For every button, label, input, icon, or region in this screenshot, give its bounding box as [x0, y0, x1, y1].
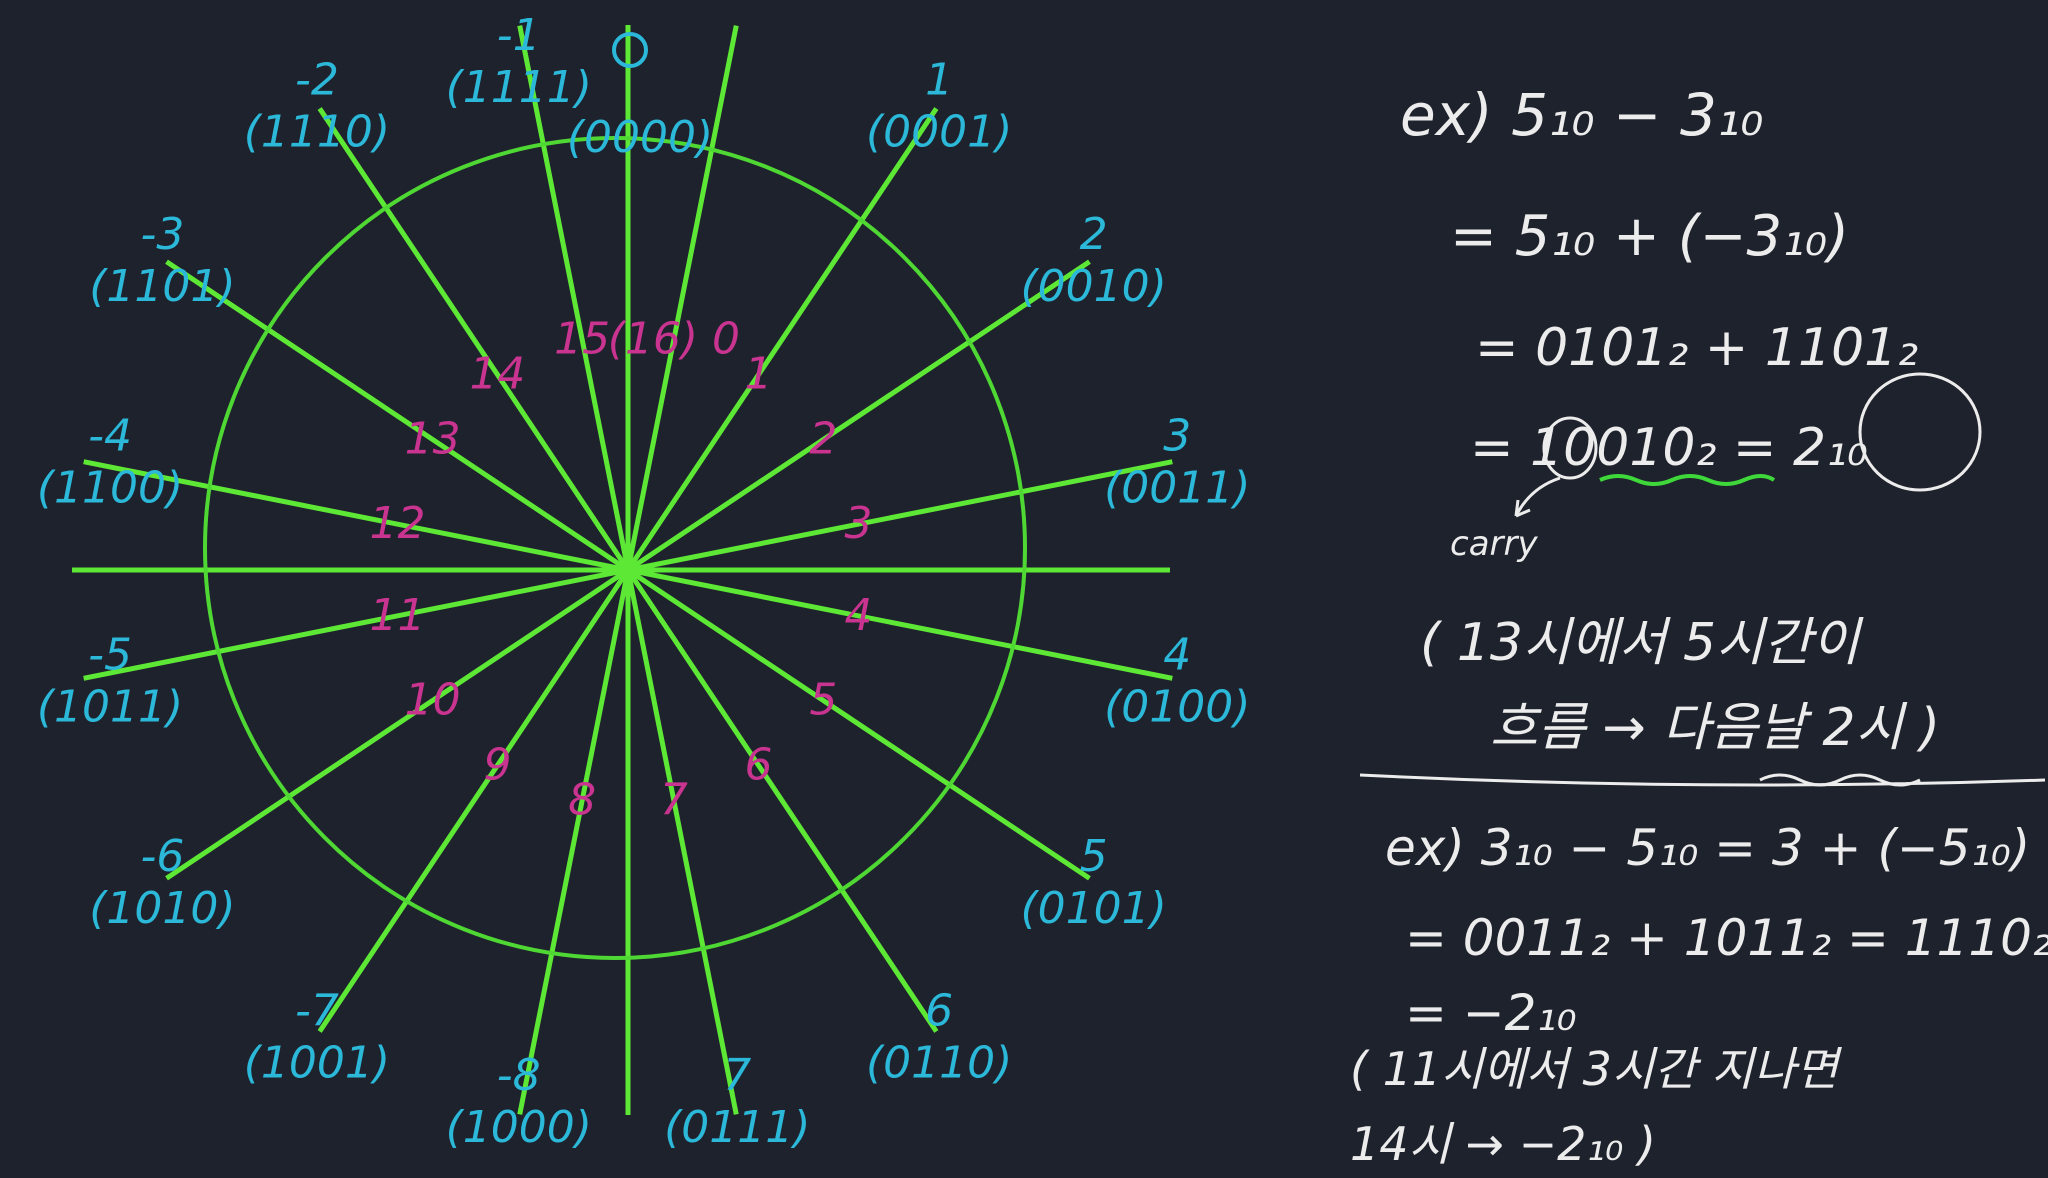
carry-arrow [1514, 476, 1561, 518]
ex1-line3: = 0101₂ + 1101₂ [1475, 318, 1918, 378]
signed-label-8: -8 [497, 1050, 541, 1101]
unsigned-label-5: 5 [809, 675, 837, 726]
carry-label: carry [1450, 524, 1538, 564]
bits-label-13: (1101) [89, 261, 235, 312]
bits-label-12: (1100) [37, 463, 183, 514]
bits-label-11: (1011) [37, 681, 183, 732]
unsigned-label-4: 4 [844, 590, 872, 641]
bits-label-2: (0010) [1020, 261, 1166, 312]
bits-label-10: (1010) [89, 883, 235, 934]
unsigned-label-13: 13 [405, 413, 461, 464]
signed-label-13: -3 [140, 209, 184, 260]
ex2-note-line2: 14시 → −2₁₀ ) [1350, 1117, 1656, 1171]
bits-label-4: (0100) [1104, 681, 1250, 732]
signed-label-3: 3 [1163, 411, 1191, 462]
bits-label-0: (0000) [567, 112, 713, 163]
ex1-note-line2: 흐름 → 다음날 2시 ) [1490, 698, 1940, 758]
wheel-spokes [72, 25, 1173, 1115]
bits-label-9: (1001) [244, 1038, 390, 1089]
ex2-line1: ex) 3₁₀ − 5₁₀ = 3 + (−5₁₀) [1385, 819, 2030, 877]
zero-marker-circle [612, 32, 648, 68]
signed-label-14: -2 [295, 54, 339, 105]
ex2-line3: = −2₁₀ [1405, 984, 1577, 1042]
signed-label-5: 5 [1080, 831, 1108, 882]
unsigned-label-11: 11 [370, 590, 426, 641]
ex1-line4: = 10010₂ = 2₁₀ [1470, 418, 1868, 478]
bits-label-6: (0110) [866, 1038, 1012, 1089]
unsigned-label-0: (16) 0 [608, 314, 740, 365]
unsigned-label-7: 7 [660, 774, 688, 825]
unsigned-label-14: 14 [469, 349, 525, 400]
carry-circle [1542, 416, 1598, 480]
unsigned-label-1: 1 [745, 349, 773, 400]
section-divider [1359, 773, 2046, 787]
carry-underline [1599, 474, 1776, 486]
unsigned-label-10: 10 [405, 675, 461, 726]
result-circle [1858, 372, 1982, 492]
signed-label-2: 2 [1080, 209, 1108, 260]
bits-label-3: (0011) [1104, 463, 1250, 514]
signed-label-4: 4 [1163, 629, 1191, 680]
signed-label-7: 7 [723, 1050, 751, 1101]
bits-label-14: (1110) [244, 106, 390, 157]
unsigned-label-15: 15 [554, 314, 610, 365]
bits-label-15: (1111) [446, 62, 592, 113]
example-2: ex) 3₁₀ − 5₁₀ = 3 + (−5₁₀) = 0011₂ + 101… [1350, 819, 2048, 1171]
ex1-note-line1: ( 13시에서 5시간이 [1420, 613, 1864, 673]
signed-label-1: 1 [925, 54, 953, 105]
unsigned-label-2: 2 [809, 413, 837, 464]
signed-label-6: 6 [925, 986, 953, 1037]
binary-pattern-labels: (0000) (0001) (0010) (0011) (0100) (0101) (011… [37, 62, 1251, 1153]
bits-label-1: (0001) [866, 106, 1012, 157]
signed-label-9: -7 [295, 986, 339, 1037]
signed-label-11: -5 [88, 629, 132, 680]
unsigned-label-12: 12 [370, 498, 426, 549]
signed-label-12: -4 [88, 411, 132, 462]
ex1-line1: ex) 5₁₀ − 3₁₀ [1400, 81, 1763, 149]
bits-label-5: (0101) [1020, 883, 1166, 934]
wheel-circle [203, 136, 1027, 960]
ex2-line2: = 0011₂ + 1011₂ = 1110₂ [1405, 909, 2048, 967]
ex2-note-line1: ( 11시에서 3시간 지나면 [1350, 1042, 1843, 1096]
signed-label-15: -1 [497, 10, 541, 61]
ex1-line2: = 5₁₀ + (−3₁₀) [1450, 204, 1849, 269]
bits-label-7: (0111) [664, 1102, 810, 1153]
unsigned-label-9: 9 [483, 739, 511, 790]
example-1: ex) 5₁₀ − 3₁₀ = 5₁₀ + (−3₁₀) = 0101₂ + 1… [1359, 81, 2046, 787]
unsigned-label-8: 8 [568, 774, 596, 825]
bits-label-8: (1000) [446, 1102, 592, 1153]
signed-label-10: -6 [140, 831, 184, 882]
unsigned-label-3: 3 [844, 498, 872, 549]
unsigned-label-6: 6 [745, 739, 773, 790]
